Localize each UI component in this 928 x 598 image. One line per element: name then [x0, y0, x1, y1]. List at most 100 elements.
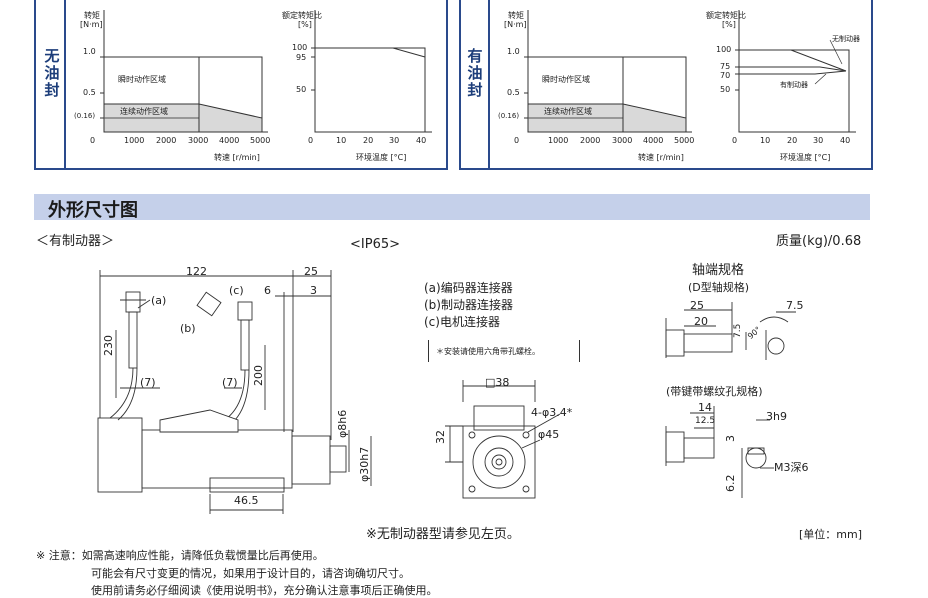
left-ratio-unit: [%] — [298, 20, 312, 29]
left-ratio-95: 95 — [296, 53, 307, 62]
key-dim-14: 14 — [698, 401, 712, 414]
key-dim-3: 3 — [724, 435, 737, 442]
left-tick-016: (0.16) — [74, 112, 96, 120]
note-line-1: ※ 注意：如需高速响应性能，请降低负载惯量比后再使用。 — [36, 549, 324, 562]
key-dim-3h9: 3h9 — [766, 410, 787, 423]
right-seal-label: 有油封 — [467, 47, 483, 99]
right-no-brake-label: 无制动器 — [832, 35, 860, 43]
left-speed-label: 转速 [r/min] — [214, 153, 260, 162]
right-torque-unit: [N·m] — [504, 20, 527, 29]
right-ratio-100: 100 — [716, 45, 732, 54]
left-speed-3000: 3000 — [188, 136, 209, 145]
right-temp-30: 30 — [813, 136, 824, 145]
right-temp-20: 20 — [787, 136, 798, 145]
left-temp-20: 20 — [363, 136, 374, 145]
section-header-bar — [34, 194, 870, 220]
left-temp-40: 40 — [416, 136, 427, 145]
flange-holes: 4-φ3.4* — [531, 406, 573, 419]
no-brake-reference: ※无制动器型请参见左页。 — [366, 527, 520, 542]
right-speed-4000: 4000 — [643, 136, 664, 145]
left-tick-1: 1.0 — [83, 47, 96, 56]
right-continuous-zone: 连续动作区域 — [544, 107, 592, 116]
protection-rating: <IP65> — [350, 237, 401, 252]
left-speed-5000: 5000 — [250, 136, 271, 145]
right-temp-40: 40 — [840, 136, 851, 145]
dim-6: 6 — [264, 284, 271, 297]
callout-c: (c) — [229, 284, 244, 297]
left-ratio-50: 50 — [296, 85, 307, 94]
right-temp-10: 10 — [760, 136, 771, 145]
right-speed-1000: 1000 — [548, 136, 569, 145]
note-line-3: 使用前请务必仔细阅读《使用说明书》，充分确认注意事项后正确使用。 — [91, 584, 438, 597]
left-instant-zone: 瞬时动作区域 — [118, 75, 166, 84]
note-line-2: 可能会有尺寸变更的情况，如果用于设计目的，请咨询确切尺寸。 — [91, 567, 410, 580]
key-dim-12-5: 12.5 — [695, 416, 716, 426]
left-ratio-100: 100 — [292, 43, 308, 52]
left-torque-unit: [N·m] — [80, 20, 103, 29]
mass-label: 质量(kg)/0.68 — [776, 234, 862, 249]
left-continuous-zone: 连续动作区域 — [120, 107, 168, 116]
legend-brake: (b)制动器连接器 — [424, 298, 513, 312]
left-temp-10: 10 — [336, 136, 347, 145]
left-temp-0: 0 — [308, 136, 314, 145]
left-seal-label: 无油封 — [44, 47, 60, 99]
shaft-spec-title: 轴端规格 — [692, 263, 745, 278]
legend-encoder: (a)编码器连接器 — [424, 281, 513, 295]
right-ratio-50: 50 — [720, 85, 731, 94]
variant-label: ＜有制动器＞ — [36, 234, 115, 249]
right-tick-05: 0.5 — [507, 88, 520, 97]
left-speed-2000: 2000 — [156, 136, 177, 145]
right-speed-label: 转速 [r/min] — [638, 153, 684, 162]
key-thread: M3深6 — [774, 461, 809, 474]
left-temp-label: 环境温度 [°C] — [356, 153, 407, 162]
dim-3: 3 — [310, 284, 317, 297]
left-tick-0: 0 — [90, 136, 96, 145]
right-speed-5000: 5000 — [674, 136, 695, 145]
flange-square: □38 — [485, 376, 510, 389]
callout-b: (b) — [180, 322, 196, 335]
right-instant-zone: 瞬时动作区域 — [542, 75, 590, 84]
shaft-dim-25: 25 — [690, 299, 704, 312]
legend-motor: (c)电机连接器 — [424, 315, 500, 329]
left-speed-1000: 1000 — [124, 136, 145, 145]
dim-7b: (7) — [222, 376, 238, 389]
left-tick-05: 0.5 — [83, 88, 96, 97]
left-torque-title: 转矩 — [84, 11, 100, 20]
right-tick-0: 0 — [514, 136, 520, 145]
install-note: ＊安装请使用六角带孔螺栓。 — [436, 347, 540, 356]
dim-25: 25 — [304, 265, 318, 278]
install-note-box — [428, 340, 580, 362]
unit-label: [单位：mm] — [799, 528, 863, 541]
shaft-spec-subtitle: (D型轴规格) — [688, 281, 750, 294]
dim-46-5: 46.5 — [234, 494, 259, 507]
right-ratio-unit: [%] — [722, 20, 736, 29]
shaft-dim-20: 20 — [694, 315, 708, 328]
key-spec-title: (带键带螺纹孔规格) — [666, 385, 763, 398]
right-tick-016: (0.16) — [498, 112, 520, 120]
callout-a: (a) — [151, 294, 167, 307]
right-ratio-75: 75 — [720, 62, 731, 71]
shaft-dim-7-5: 7.5 — [786, 299, 804, 312]
section-title: 外形尺寸图 — [48, 200, 138, 221]
right-with-brake-label: 有制动器 — [780, 81, 808, 89]
right-temp-0: 0 — [732, 136, 738, 145]
right-temp-label: 环境温度 [°C] — [780, 153, 831, 162]
flange-pcd: φ45 — [538, 428, 560, 441]
left-ratio-title: 额定转矩比 — [282, 11, 322, 20]
right-speed-3000: 3000 — [612, 136, 633, 145]
right-torque-title: 转矩 — [508, 11, 524, 20]
right-ratio-title: 额定转矩比 — [706, 11, 746, 20]
right-tick-1: 1.0 — [507, 47, 520, 56]
key-dim-6-2: 6.2 — [724, 474, 737, 493]
right-ratio-70: 70 — [720, 71, 731, 80]
right-speed-2000: 2000 — [580, 136, 601, 145]
left-speed-4000: 4000 — [219, 136, 240, 145]
